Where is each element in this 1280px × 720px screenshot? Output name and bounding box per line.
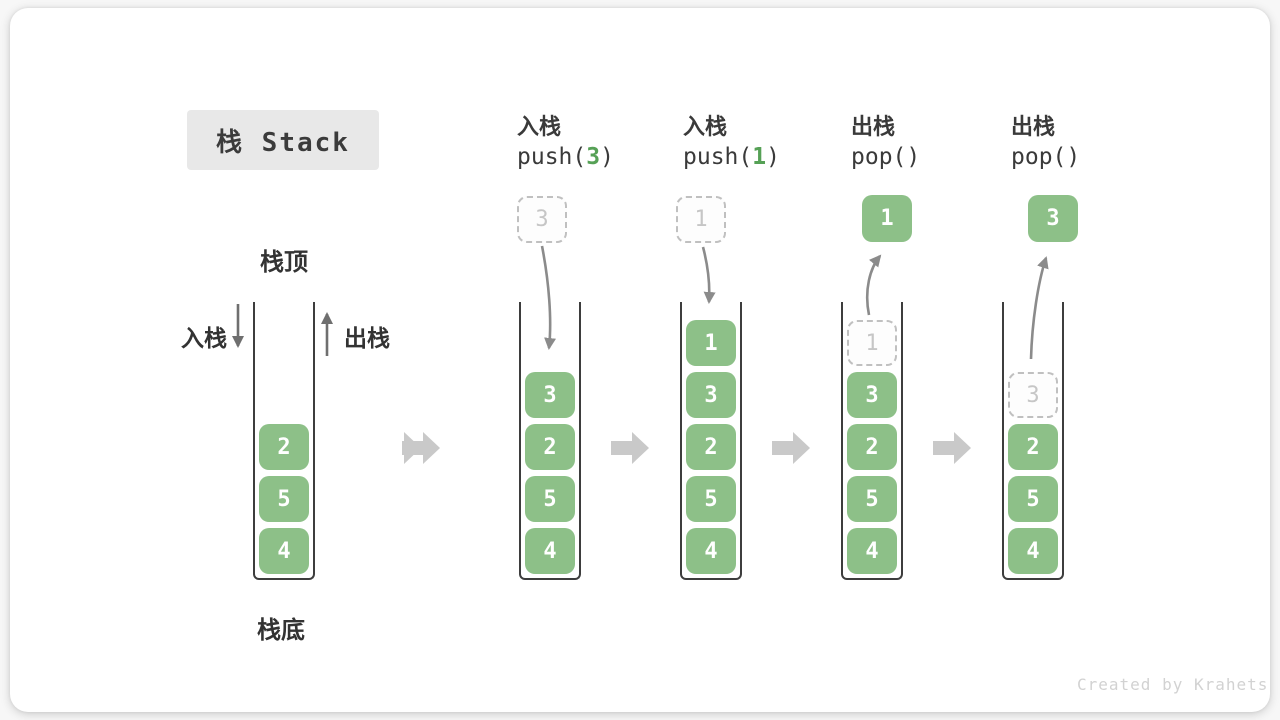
stack-cell: 2 <box>1008 424 1058 470</box>
stack-cell: 5 <box>847 476 897 522</box>
stack-cell: 3 <box>525 372 575 418</box>
code-text: push( <box>683 144 753 170</box>
stack-cell: 2 <box>847 424 897 470</box>
stack-cell-ghost: 3 <box>1008 372 1058 418</box>
stack-container-initial <box>253 302 315 580</box>
push-direction-label: 入栈 <box>181 326 227 352</box>
stack-cell: 5 <box>686 476 736 522</box>
stack-container-after-push-1 <box>680 302 742 580</box>
stack-cell: 4 <box>525 528 575 574</box>
stack-cell: 4 <box>847 528 897 574</box>
stack-cell: 2 <box>686 424 736 470</box>
stack-cell: 5 <box>1008 476 1058 522</box>
op-code-pop-3: pop() <box>1011 144 1080 170</box>
stack-cell: 3 <box>847 372 897 418</box>
code-text: pop( <box>1011 144 1067 170</box>
code-text: ) <box>600 144 614 170</box>
incoming-value-box-1: 1 <box>676 196 726 243</box>
popped-value-box-1: 1 <box>862 195 912 242</box>
op-code-push-1: push(1) <box>683 144 780 170</box>
op-label-push-1: 入栈 <box>683 115 728 140</box>
stack-bottom-label: 栈底 <box>257 616 305 644</box>
code-text: ) <box>766 144 780 170</box>
stack-cell: 4 <box>686 528 736 574</box>
pop-direction-label: 出栈 <box>344 326 390 352</box>
stack-cell: 4 <box>259 528 309 574</box>
stack-cell: 4 <box>1008 528 1058 574</box>
op-label-pop-1: 出栈 <box>851 115 896 140</box>
code-arg: 1 <box>752 144 767 170</box>
code-text: ) <box>906 144 921 170</box>
watermark: Created by Krahets <box>1077 675 1269 694</box>
code-text: ) <box>1066 144 1081 170</box>
op-code-pop-1: pop() <box>851 144 920 170</box>
stack-top-label: 栈顶 <box>260 248 308 276</box>
stack-cell: 5 <box>259 476 309 522</box>
stack-container-after-push-3 <box>519 302 581 580</box>
stack-container-after-pop-1 <box>841 302 903 580</box>
stack-cell: 2 <box>259 424 309 470</box>
code-text: pop( <box>851 144 907 170</box>
popped-value-box-3: 3 <box>1028 195 1078 242</box>
incoming-value-box-3: 3 <box>517 196 567 243</box>
stack-container-after-pop-3 <box>1002 302 1064 580</box>
op-code-push-3: push(3) <box>517 144 614 170</box>
code-text: push( <box>517 144 587 170</box>
stack-cell: 5 <box>525 476 575 522</box>
stack-cell: 3 <box>686 372 736 418</box>
stack-cell: 2 <box>525 424 575 470</box>
stack-cell: 1 <box>686 320 736 366</box>
stack-cell-ghost: 1 <box>847 320 897 366</box>
op-label-push-3: 入栈 <box>517 115 562 140</box>
op-label-pop-3: 出栈 <box>1011 115 1056 140</box>
code-arg: 3 <box>586 144 601 170</box>
diagram-title: 栈 Stack <box>187 110 379 170</box>
